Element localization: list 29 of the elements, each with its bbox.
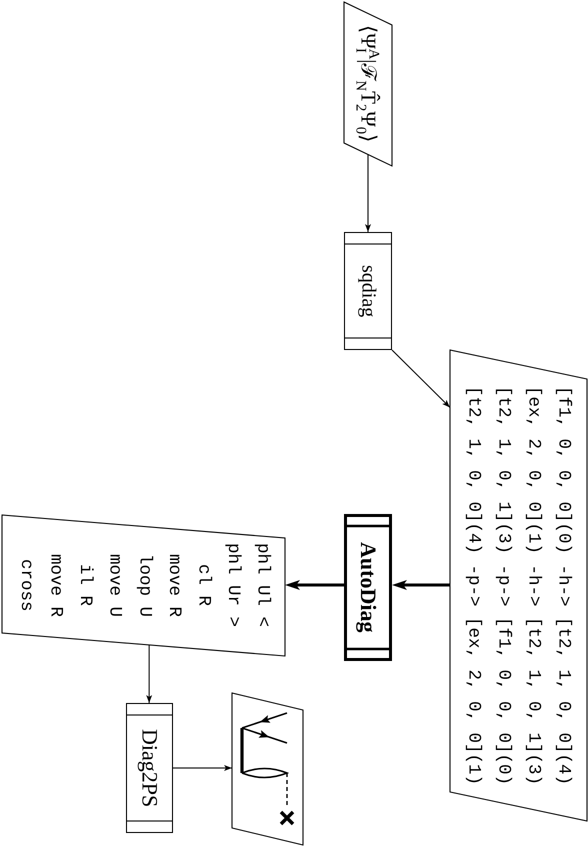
code-line: [ex, 2, 0, 0](1) -h-> [t2, 1, 0, 1](3) [522,386,544,786]
arrow [172,765,232,771]
code-line: [t2, 1, 0, 1](3) -p-> [f1, 0, 0, 0](0) [492,386,514,786]
code-line: loop U [133,554,156,617]
code-line: phl Ul < [252,543,274,628]
code-line: il R [74,564,96,606]
process-label: Diag2PS [136,728,162,808]
arrow [285,580,344,590]
picture-parallelogram [232,693,303,845]
code-line: cl R [192,564,214,606]
arrow [365,154,371,232]
arrow [392,580,450,590]
process-label: AutoDiag [355,542,381,633]
process-box [344,514,392,661]
code-line: move R [44,554,67,617]
code-line: move R [162,554,185,617]
arrow [392,350,450,408]
process-box [344,232,392,350]
arrow [146,644,152,704]
code-line: cross [14,559,37,612]
process-label: sqdiag [356,264,380,318]
input-parallelogram [344,2,392,166]
code-line: phl Ur > [222,543,244,628]
code-line: [t2, 1, 0, 0](4) -p-> [ex, 2, 0, 0](1) [462,386,484,786]
process-box [126,703,173,833]
code-line: move U [104,554,126,617]
data-parallelogram [450,350,587,821]
data-parallelogram [2,515,285,656]
code-line: [f1, 0, 0, 0](0) -h-> [t2, 1, 0, 0](4) [552,386,574,786]
